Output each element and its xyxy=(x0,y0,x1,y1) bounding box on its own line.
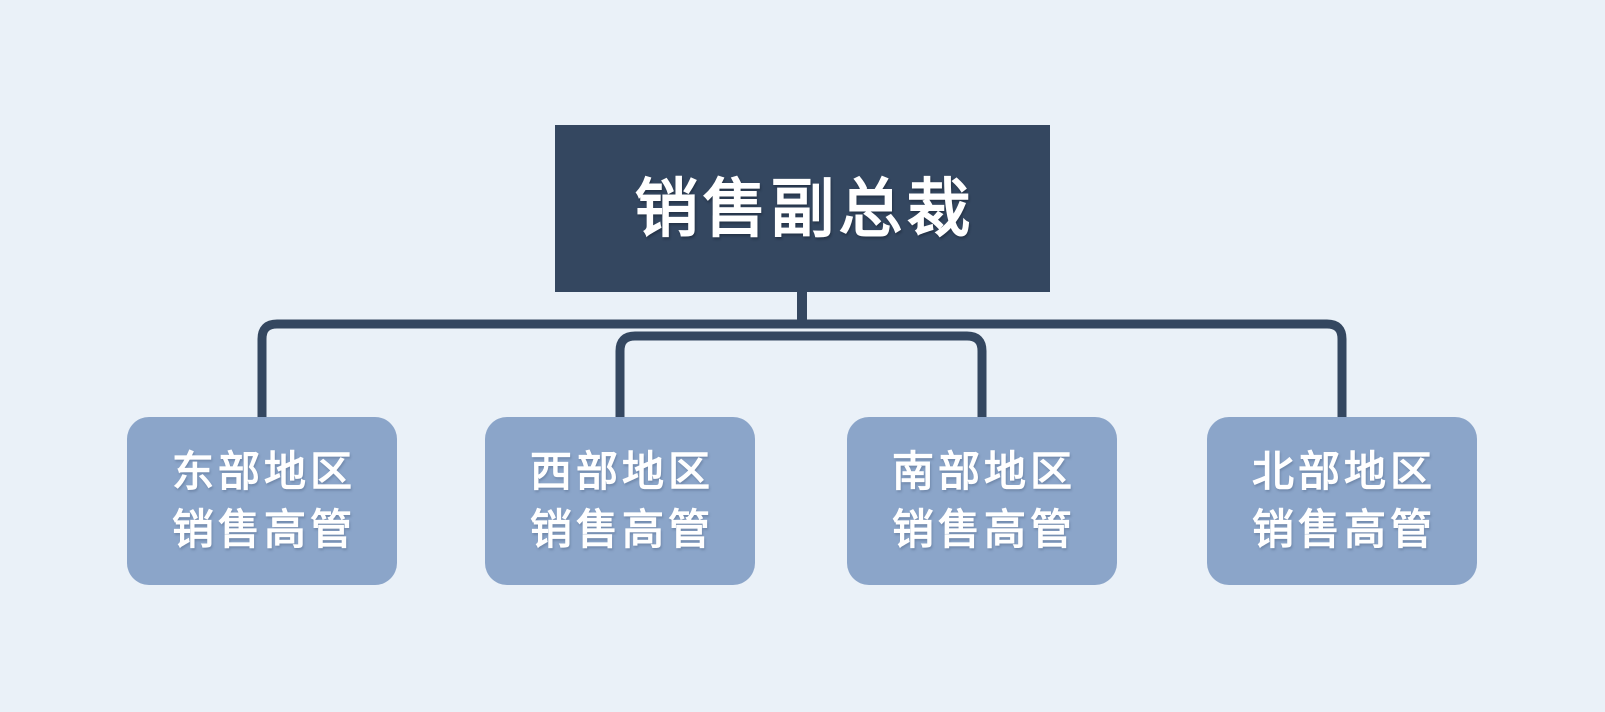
node-south-region-label-line2: 销售高管 xyxy=(891,506,1076,553)
node-north-region-sales[interactable]: 北部地区 销售高管 xyxy=(1207,417,1477,585)
node-south-region-label-line1: 南部地区 xyxy=(891,448,1076,495)
node-west-region-label-line2: 销售高管 xyxy=(529,506,714,553)
node-west-region-label-line1: 西部地区 xyxy=(529,448,714,495)
node-north-region-label-line2: 销售高管 xyxy=(1251,506,1436,553)
node-vp-sales-label: 销售副总裁 xyxy=(634,172,975,245)
node-east-region-sales[interactable]: 东部地区 销售高管 xyxy=(127,417,397,585)
connector-bracket-inner xyxy=(615,331,987,417)
node-south-region-sales[interactable]: 南部地区 销售高管 xyxy=(847,417,1117,585)
node-north-region-label-line1: 北部地区 xyxy=(1251,448,1436,495)
node-west-region-sales[interactable]: 西部地区 销售高管 xyxy=(485,417,755,585)
node-east-region-label-line2: 销售高管 xyxy=(171,506,356,553)
node-vp-sales[interactable]: 销售副总裁 xyxy=(555,125,1050,292)
node-east-region-label-line1: 东部地区 xyxy=(171,448,356,495)
connector-bracket-outer xyxy=(257,319,1347,417)
